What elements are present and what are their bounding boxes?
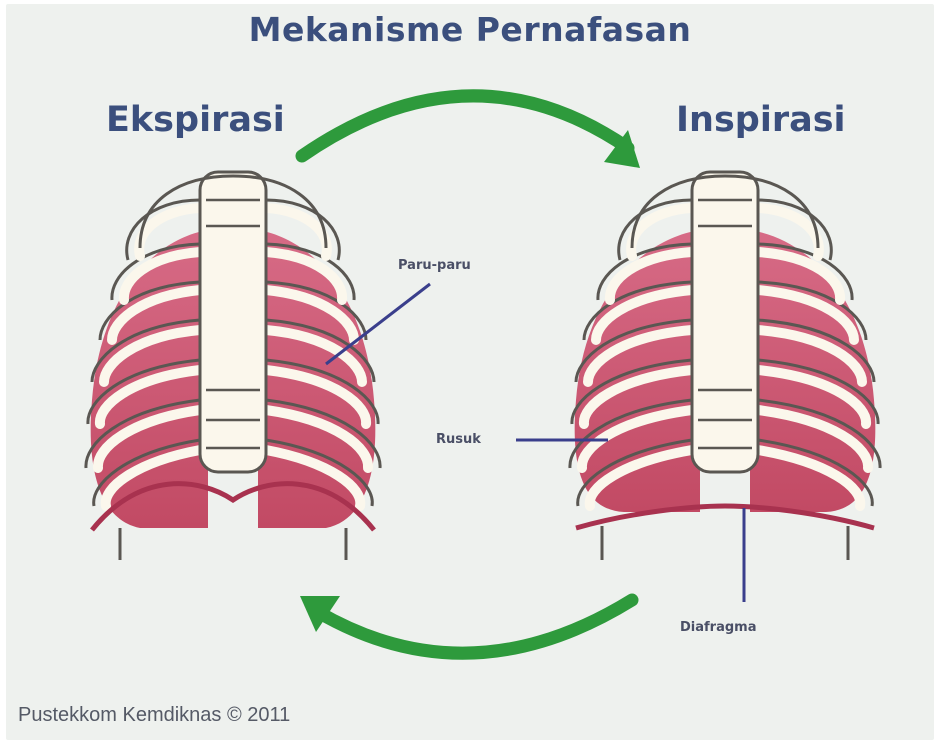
arrow-bottom-icon — [300, 596, 632, 653]
credit-footer: Pustekkom Kemdiknas © 2011 — [18, 704, 290, 727]
label-diaphragm: Diafragma — [680, 620, 756, 635]
phase-label-inspiration: Inspirasi — [676, 100, 846, 140]
ribcage-expiration — [86, 172, 380, 560]
arrow-top-icon — [302, 96, 640, 168]
phase-label-expiration: Ekspirasi — [106, 100, 285, 140]
label-ribs: Rusuk — [436, 432, 481, 447]
diagram-title: Mekanisme Pernafasan — [0, 10, 940, 49]
ribcage-inspiration — [570, 172, 880, 560]
label-lungs: Paru-paru — [398, 258, 471, 273]
